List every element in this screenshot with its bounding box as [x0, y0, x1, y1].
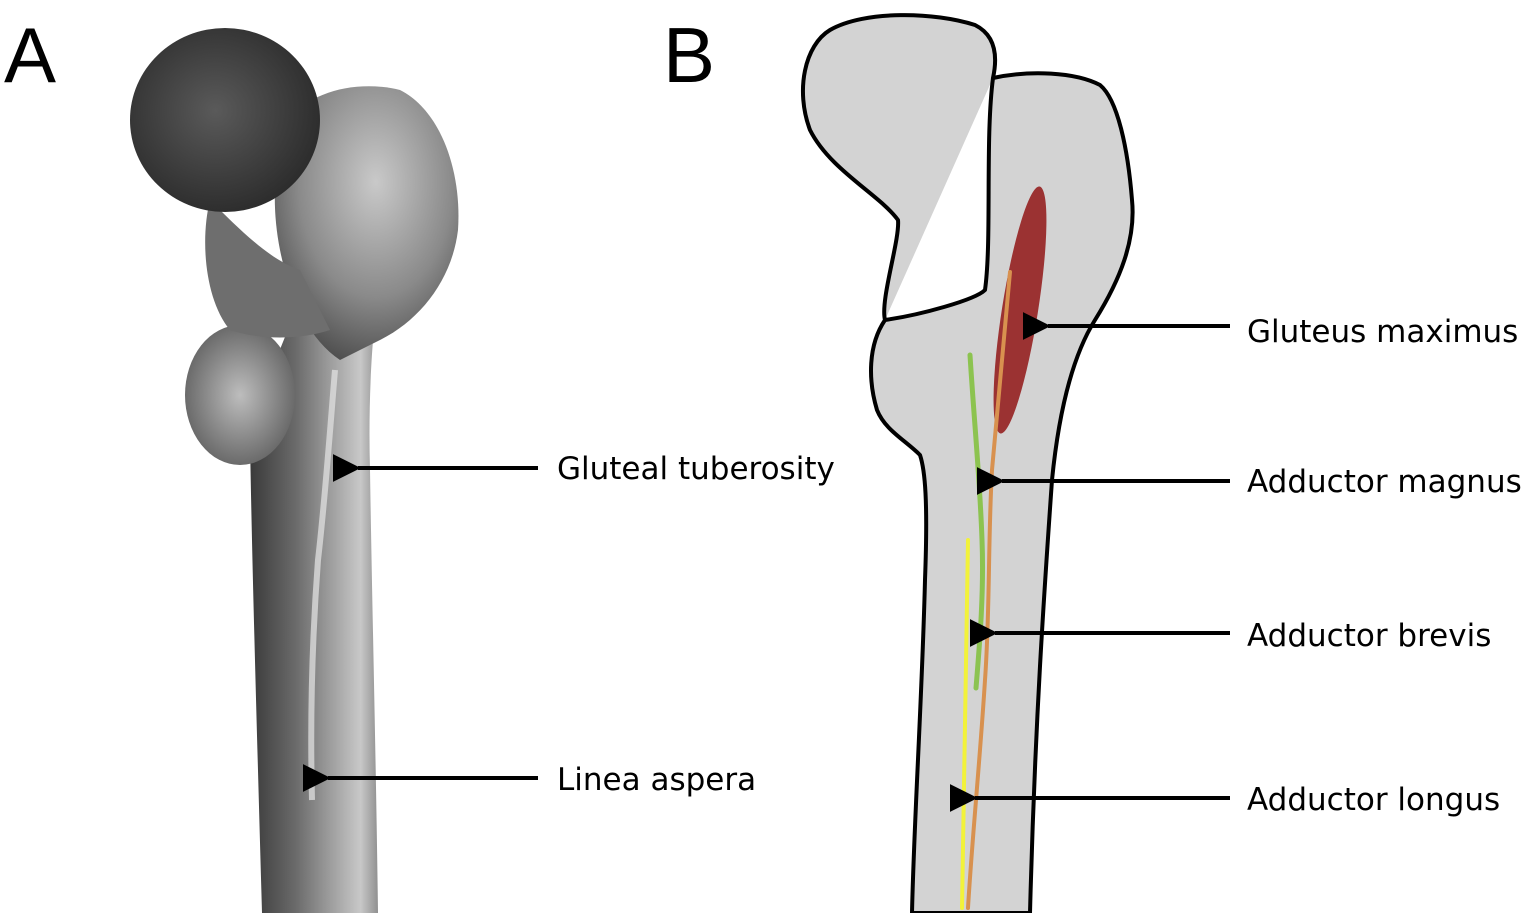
panel-a-letter: A [4, 11, 56, 99]
panel-a: A Gluteal tuberosity Linea aspera [4, 11, 835, 913]
diagram-femur-head [801, 13, 998, 321]
panel-b: B Gluteus maximus Adductor magnus Adduct… [663, 11, 1522, 913]
label-adductor-magnus: Adductor magnus [1247, 464, 1522, 500]
label-linea-aspera: Linea aspera [557, 762, 756, 798]
femur-photo-lesser-trochanter [185, 325, 295, 465]
femur-photo-gluteal-ridge [308, 369, 338, 801]
femur-photo-greater-trochanter [274, 86, 459, 360]
femur-photo-head [130, 28, 320, 212]
femur-photo [130, 28, 459, 913]
label-gluteus-maximus: Gluteus maximus [1247, 314, 1518, 350]
panel-b-letter: B [663, 11, 715, 99]
femur-photo-neck [205, 200, 330, 338]
label-adductor-longus: Adductor longus [1247, 782, 1500, 818]
label-gluteal-tuberosity: Gluteal tuberosity [557, 451, 835, 487]
adductor-longus-attachment [960, 538, 970, 910]
label-adductor-brevis: Adductor brevis [1247, 618, 1491, 654]
gluteus-maximus-attachment [993, 186, 1047, 434]
